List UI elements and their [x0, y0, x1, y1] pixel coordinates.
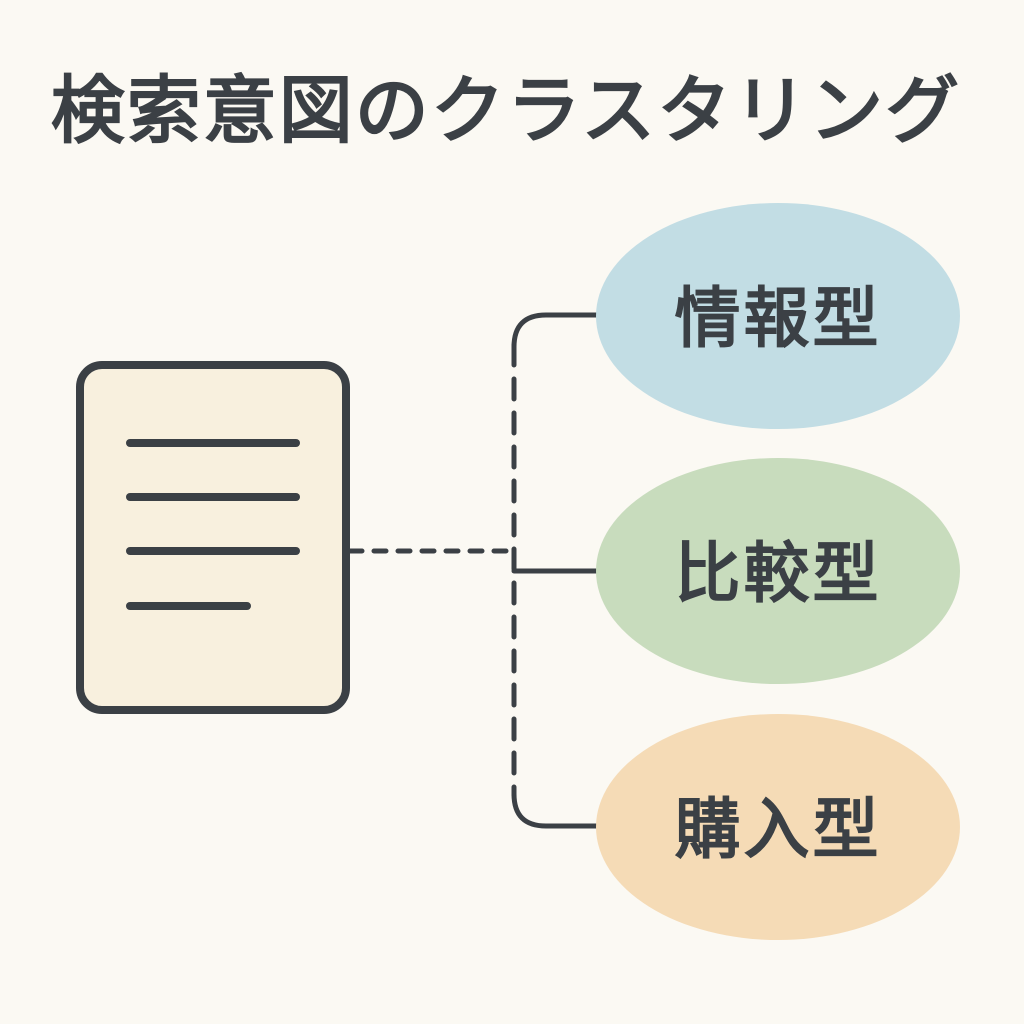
cluster-purchase-label: 購入型	[675, 791, 882, 868]
document-icon	[76, 361, 350, 714]
cluster-informational: 情報型	[596, 203, 960, 429]
cluster-informational-label: 情報型	[675, 280, 882, 357]
cluster-comparison-label: 比較型	[675, 535, 882, 612]
branch-top-corner	[511, 312, 599, 350]
cluster-comparison: 比較型	[596, 458, 960, 684]
diagram-title: 検索意図のクラスタリング	[51, 68, 962, 154]
cluster-informational-bubble	[596, 203, 960, 429]
cluster-purchase: 購入型	[596, 714, 960, 940]
branch-bottom-corner	[511, 791, 599, 829]
cluster-purchase-bubble	[596, 714, 960, 940]
connector-lines	[347, 312, 599, 829]
document-body	[76, 361, 350, 714]
cluster-comparison-bubble	[596, 458, 960, 684]
